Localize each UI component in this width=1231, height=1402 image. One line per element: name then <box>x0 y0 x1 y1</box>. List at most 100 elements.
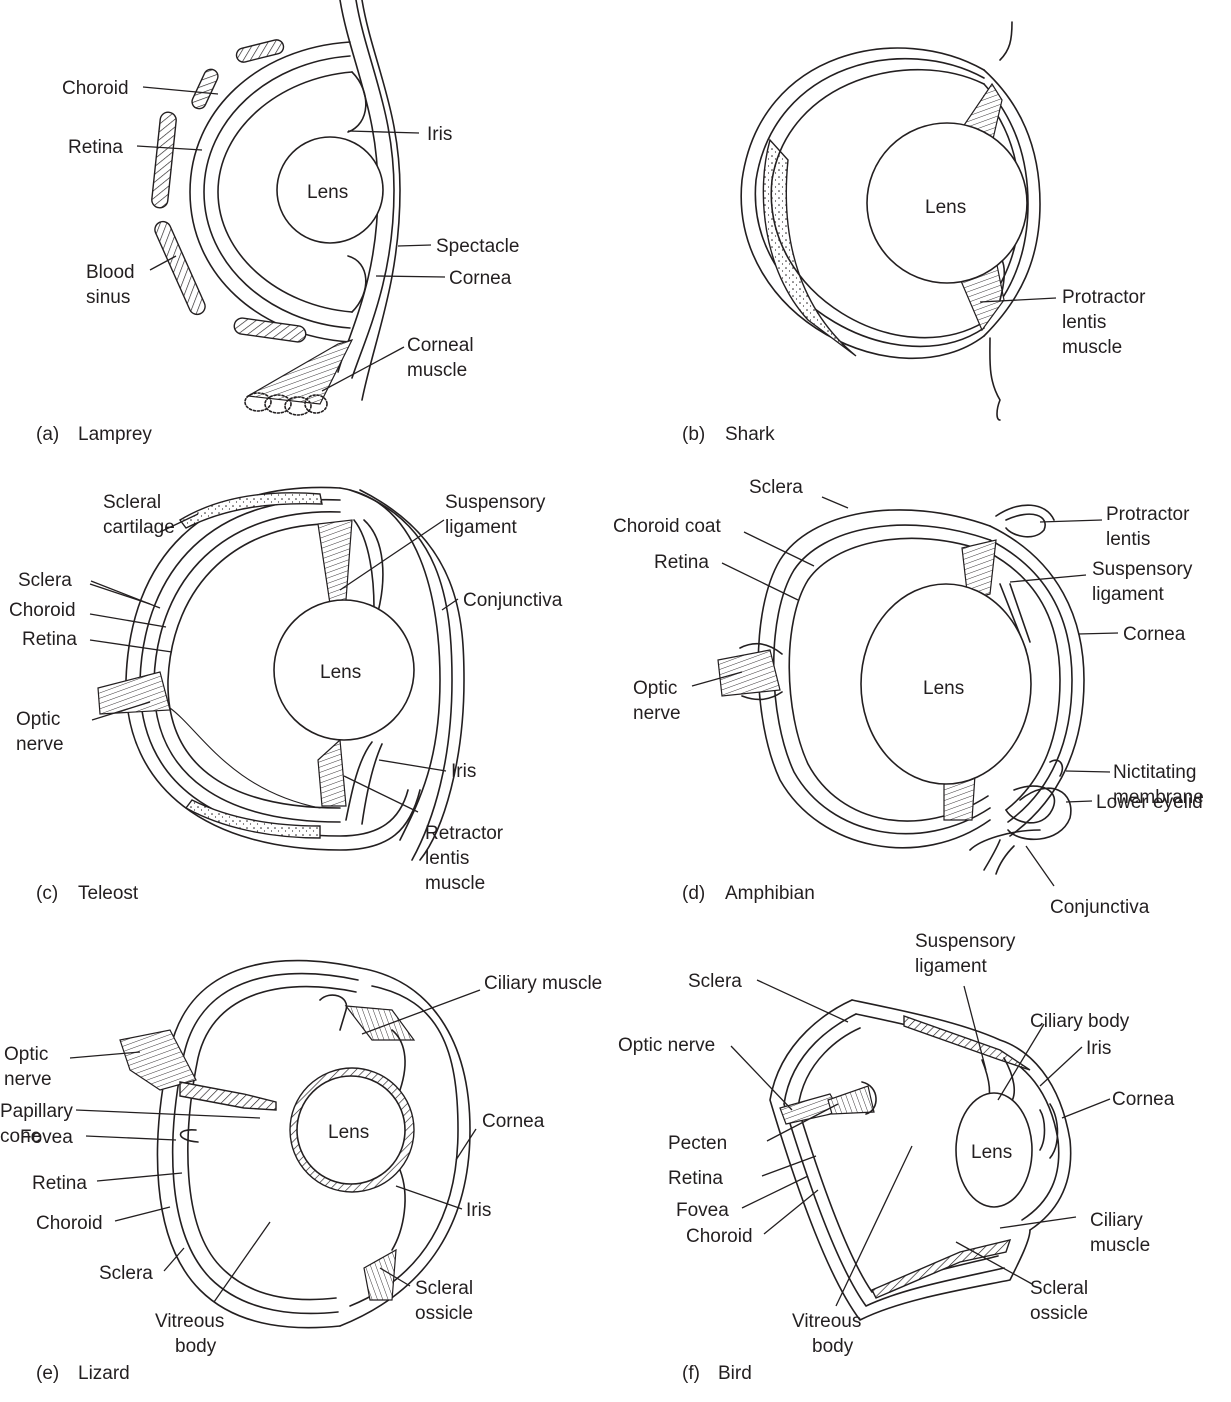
bird-pecten <box>828 1086 874 1114</box>
lizard-ciliary-muscle <box>346 1006 414 1040</box>
lamprey-label-choroid: Choroid <box>62 78 129 99</box>
bird-label-body: body <box>812 1336 854 1357</box>
teleost-label-retractor: Retractor <box>425 823 504 844</box>
bird-label-cornea: Cornea <box>1112 1089 1175 1110</box>
lamprey-label-sinus: sinus <box>86 287 130 308</box>
lizard-optic-nerve <box>120 1030 196 1090</box>
lizard-label-lens: Lens <box>328 1122 369 1143</box>
bird-label-choroid: Choroid <box>686 1226 753 1247</box>
lizard-label-iris: Iris <box>466 1200 491 1221</box>
teleost-scleral-cartilage-top <box>180 493 322 528</box>
teleost-caption-letter: (c) <box>36 883 58 904</box>
lamprey-label-spectacle: Spectacle <box>436 236 519 257</box>
teleost-label-conjunctiva: Conjunctiva <box>463 590 563 611</box>
amphibian-label-nictitating: Nictitating <box>1113 762 1196 783</box>
shark-caption-name: Shark <box>725 424 775 445</box>
bird-label-ciliary: Ciliary <box>1090 1210 1143 1231</box>
teleost-label-muscle: muscle <box>425 873 485 894</box>
teleost-label-lentis: lentis <box>425 848 469 869</box>
bird-label-iris: Iris <box>1086 1038 1111 1059</box>
amphibian-label-lower-eyelid: Lower eyelid <box>1096 792 1203 813</box>
bird-label-pecten: Pecten <box>668 1133 727 1154</box>
lizard-papillary-cone <box>180 1082 276 1110</box>
lamprey-blood-sinus-left <box>151 111 177 208</box>
shark-label-lentis: lentis <box>1062 312 1106 333</box>
lizard-label-cornea: Cornea <box>482 1111 545 1132</box>
bird-label-fovea: Fovea <box>676 1200 729 1221</box>
panel-e-lizard: Optic nerve Papillary cone Fovea Retina … <box>0 961 602 1384</box>
lizard-label-ossicle: ossicle <box>415 1303 473 1324</box>
lamprey-caption-letter: (a) <box>36 424 59 445</box>
panel-c-teleost: Scleral cartilage Sclera Choroid Retina … <box>9 487 563 904</box>
lizard-leader-lines <box>70 990 480 1302</box>
teleost-caption-name: Teleost <box>78 883 139 904</box>
lamprey-leader-lines <box>137 87 445 391</box>
amphibian-label-protractor: Protractor <box>1106 504 1190 525</box>
bird-label-scleral: Scleral <box>1030 1278 1088 1299</box>
bird-label-optic-nerve: Optic nerve <box>618 1035 715 1056</box>
lizard-label-body: body <box>175 1336 217 1357</box>
shark-label-lens: Lens <box>925 197 966 218</box>
bird-label-ligament: ligament <box>915 956 988 977</box>
lamprey-label-corneal: Corneal <box>407 335 474 356</box>
lamprey-blood-sinus-lower <box>152 219 207 317</box>
bird-label-lens: Lens <box>971 1142 1012 1163</box>
amphibian-label-cornea: Cornea <box>1123 624 1186 645</box>
amphibian-label-ligament: ligament <box>1092 584 1165 605</box>
teleost-suspensory-ligament <box>318 520 352 604</box>
panel-d-amphibian: Sclera Choroid coat Retina Optic nerve L… <box>613 477 1204 918</box>
panel-b-shark: Lens Protractor lentis muscle (b) Shark <box>682 22 1146 445</box>
teleost-label-ligament: ligament <box>445 517 518 538</box>
lamprey-label-retina: Retina <box>68 137 123 158</box>
amphibian-label-optic: Optic <box>633 678 677 699</box>
amphibian-label-conjunctiva: Conjunctiva <box>1050 897 1150 918</box>
teleost-retractor-muscle <box>318 740 346 806</box>
lizard-caption-letter: (e) <box>36 1363 59 1384</box>
amphibian-caption-letter: (d) <box>682 883 705 904</box>
teleost-label-suspensory: Suspensory <box>445 492 546 513</box>
panel-a-lamprey: Choroid Retina Blood sinus Lens Iris Spe… <box>36 0 519 445</box>
shark-eye-drawing <box>741 22 1040 420</box>
amphibian-label-nerve: nerve <box>633 703 681 724</box>
lizard-caption-name: Lizard <box>78 1363 130 1384</box>
bird-label-suspensory: Suspensory <box>915 931 1016 952</box>
bird-caption-name: Bird <box>718 1363 752 1384</box>
amphibian-label-lentis: lentis <box>1106 529 1150 550</box>
amphibian-label-sclera: Sclera <box>749 477 803 498</box>
teleost-label-optic: Optic <box>16 709 60 730</box>
bird-label-sclera: Sclera <box>688 971 742 992</box>
shark-label-muscle: muscle <box>1062 337 1122 358</box>
lizard-label-optic: Optic <box>4 1044 48 1065</box>
lizard-label-sclera: Sclera <box>99 1263 153 1284</box>
lizard-label-nerve: nerve <box>4 1069 52 1090</box>
lizard-label-retina: Retina <box>32 1173 87 1194</box>
lizard-label-choroid: Choroid <box>36 1213 103 1234</box>
teleost-label-choroid: Choroid <box>9 600 76 621</box>
bird-label-ciliary-body: Ciliary body <box>1030 1011 1130 1032</box>
shark-label-protractor: Protractor <box>1062 287 1146 308</box>
lamprey-label-iris: Iris <box>427 124 452 145</box>
bird-scleral-ossicle-bottom <box>872 1240 1010 1298</box>
teleost-label-nerve: nerve <box>16 734 64 755</box>
amphibian-eye-drawing <box>718 505 1084 874</box>
teleost-label-sclera: Sclera <box>18 570 72 591</box>
panel-f-bird: Sclera Optic nerve Pecten Retina Fovea C… <box>618 931 1175 1384</box>
lamprey-label-muscle: muscle <box>407 360 467 381</box>
lizard-label-papillary: Papillary <box>0 1101 73 1122</box>
lamprey-label-blood: Blood <box>86 262 135 283</box>
amphibian-optic-nerve <box>718 650 780 696</box>
amphibian-caption-name: Amphibian <box>725 883 815 904</box>
amphibian-label-suspensory: Suspensory <box>1092 559 1193 580</box>
teleost-label-lens: Lens <box>320 662 361 683</box>
lamprey-caption-name: Lamprey <box>78 424 152 445</box>
bird-label-vitreous: Vitreous <box>792 1311 861 1332</box>
lamprey-label-lens: Lens <box>307 182 348 203</box>
lizard-eye-drawing <box>120 961 470 1328</box>
teleost-label-iris: Iris <box>451 761 476 782</box>
bird-label-ossicle: ossicle <box>1030 1303 1088 1324</box>
shark-caption-letter: (b) <box>682 424 705 445</box>
bird-label-retina: Retina <box>668 1168 723 1189</box>
teleost-optic-nerve <box>98 672 170 714</box>
lizard-label-ciliary-muscle: Ciliary muscle <box>484 973 602 994</box>
teleost-label-retina: Retina <box>22 629 77 650</box>
